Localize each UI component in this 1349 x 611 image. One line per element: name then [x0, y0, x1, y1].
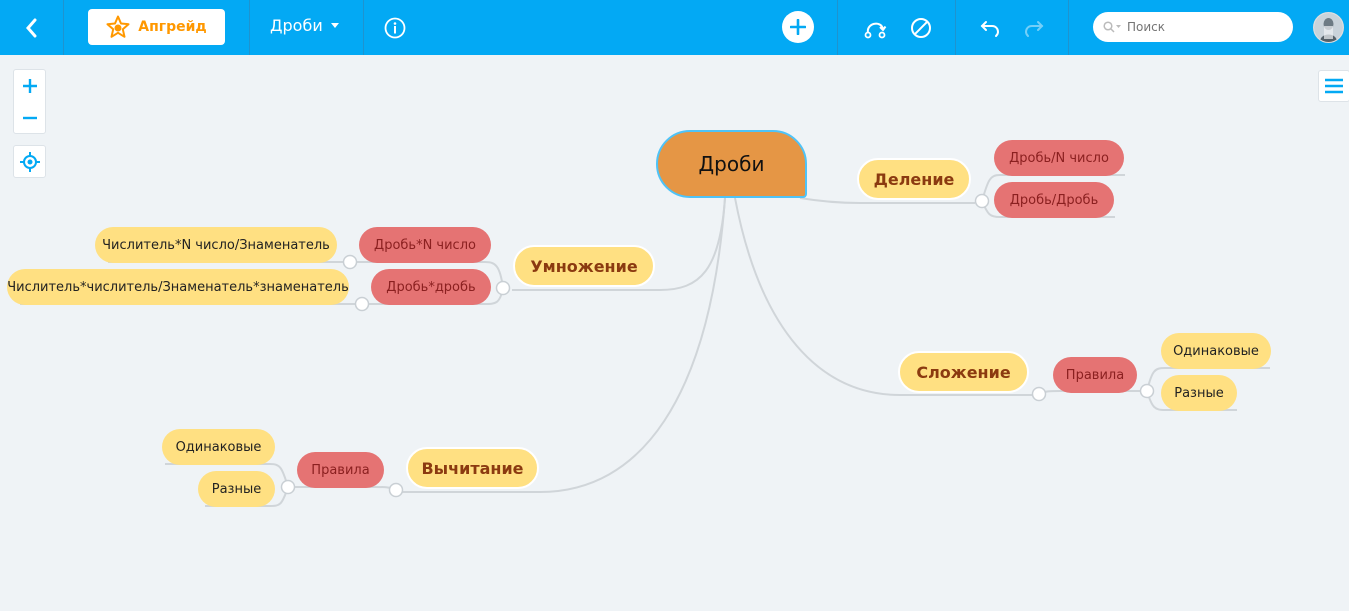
add-node-button[interactable] — [782, 11, 814, 43]
center-map-button[interactable] — [13, 145, 46, 178]
star-icon — [106, 15, 130, 38]
menu-icon — [1325, 78, 1343, 94]
undo-button[interactable] — [975, 13, 1005, 43]
back-button[interactable] — [0, 0, 63, 55]
zoom-controls — [13, 69, 46, 134]
connection-icon — [864, 22, 887, 39]
info-button[interactable] — [380, 13, 410, 43]
node-addition-rules[interactable]: Правила — [1053, 357, 1137, 393]
connection-button[interactable] — [860, 13, 890, 43]
top-toolbar: Апгрейд Дроби — [0, 0, 1349, 55]
search-box[interactable] — [1093, 12, 1293, 42]
redo-button[interactable] — [1019, 13, 1049, 43]
plus-icon — [22, 78, 37, 93]
target-icon — [19, 151, 40, 172]
root-node[interactable]: Дроби — [656, 130, 807, 198]
node-division-by-number[interactable]: Дробь/N число — [994, 140, 1124, 176]
node-subtraction-rules[interactable]: Правила — [297, 452, 384, 488]
branch-multiplication[interactable]: Умножение — [513, 245, 655, 287]
zoom-in-button[interactable] — [14, 70, 45, 101]
upgrade-label: Апгрейд — [138, 19, 207, 35]
branch-subtraction[interactable]: Вычитание — [406, 447, 539, 489]
document-title: Дроби — [270, 16, 323, 35]
search-icon — [1103, 21, 1121, 33]
caret-down-icon — [330, 23, 339, 28]
minus-icon — [22, 116, 37, 119]
add-icon — [790, 19, 806, 35]
node-subtraction-different[interactable]: Разные — [198, 471, 275, 507]
branch-division[interactable]: Деление — [857, 158, 971, 200]
upgrade-button[interactable]: Апгрейд — [88, 9, 225, 45]
node-numerator-times-numerator[interactable]: Числитель*числитель/Знаменатель*знаменат… — [7, 269, 349, 305]
node-addition-same[interactable]: Одинаковые — [1161, 333, 1271, 369]
avatar[interactable] — [1313, 12, 1344, 43]
undo-icon — [980, 21, 1000, 37]
back-icon — [25, 18, 36, 37]
document-title-dropdown[interactable]: Дроби — [270, 16, 339, 35]
info-icon — [384, 17, 406, 39]
node-division-by-fraction[interactable]: Дробь/Дробь — [994, 182, 1114, 218]
node-numerator-times-number[interactable]: Числитель*N число/Знаменатель — [95, 227, 337, 263]
node-fraction-times-number[interactable]: Дробь*N число — [359, 227, 491, 263]
sidebar-menu-button[interactable] — [1318, 70, 1349, 102]
clear-style-button[interactable] — [906, 13, 936, 43]
zoom-out-button[interactable] — [14, 102, 45, 133]
no-style-icon — [911, 18, 931, 38]
search-input[interactable] — [1125, 19, 1269, 35]
redo-icon — [1024, 21, 1044, 37]
node-subtraction-same[interactable]: Одинаковые — [162, 429, 275, 465]
branch-addition[interactable]: Сложение — [898, 351, 1029, 393]
node-fraction-times-fraction[interactable]: Дробь*дробь — [371, 269, 491, 305]
node-addition-different[interactable]: Разные — [1161, 375, 1237, 411]
